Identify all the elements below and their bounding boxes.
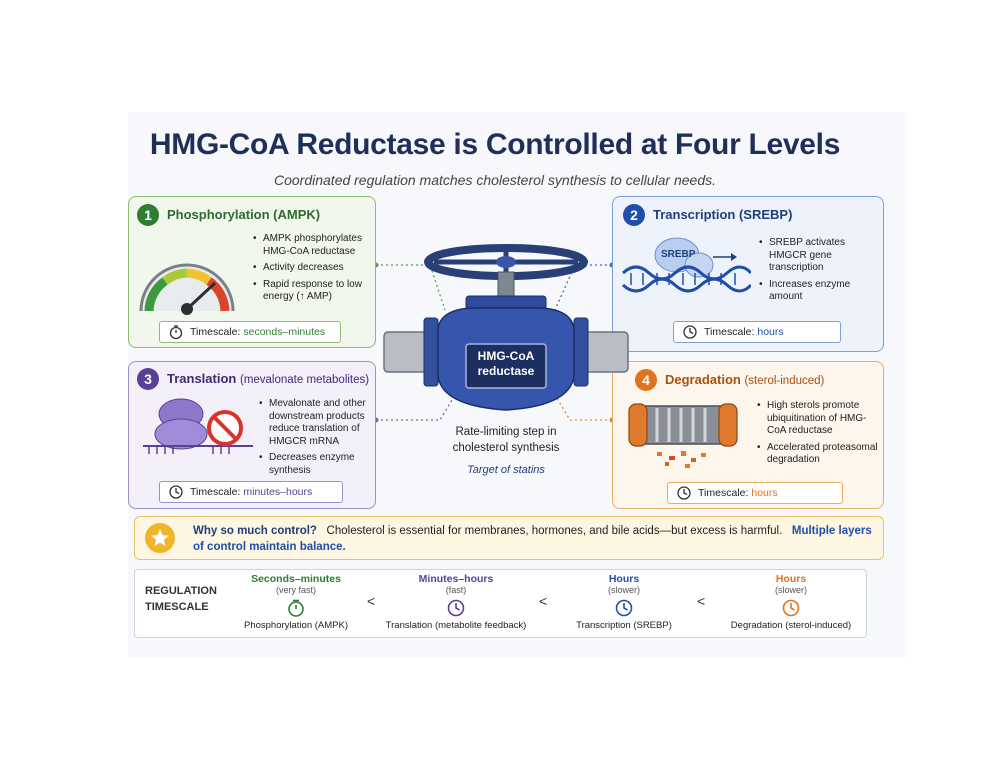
timescale-item-label: Hours: [608, 573, 640, 585]
bullets-phosphorylation: AMPK phosphorylates HMG-CoA reductase Ac…: [253, 233, 371, 308]
clock-icon: [615, 599, 633, 617]
star-icon: [151, 529, 169, 547]
connector-1: [376, 264, 446, 311]
why-lead: Why so much control?: [193, 525, 317, 537]
timescale-label: Timescale:: [190, 326, 241, 338]
why-body: Cholesterol is essential for membranes, …: [326, 525, 783, 537]
bullet-1: Mevalonate and other downstream products…: [259, 398, 373, 448]
timescale-item-translation: Minutes–hours (fast) Translation (metabo…: [381, 573, 531, 632]
bullet-2: Increases enzyme amount: [759, 279, 881, 304]
bullet-1: AMPK phosphorylates HMG-CoA reductase: [253, 233, 371, 258]
timescale-box-4: Timescale:hours: [667, 482, 843, 504]
why-so-much-control-callout: Why so much control? Cholesterol is esse…: [134, 516, 884, 560]
timescale-item-label: Seconds–minutes: [251, 573, 341, 585]
clock-icon: [782, 599, 800, 617]
srebp-label: SREBP: [661, 249, 696, 260]
bullets-degradation: High sterols promote ubiquitination of H…: [757, 400, 883, 471]
stopwatch-icon: [288, 599, 304, 617]
timescale-item-speed: (fast): [445, 585, 467, 595]
why-highlight: Multiple layers of control maintain bala…: [193, 525, 872, 553]
timescale-item-label: Hours: [775, 573, 807, 585]
timescale-item-process: Phosphorylation (AMPK): [243, 620, 349, 631]
timescale-item-degradation: Hours (slower) Degradation (sterol-induc…: [716, 573, 866, 632]
less-than-separator: <: [697, 593, 706, 609]
dna-icon: [621, 237, 751, 293]
proteasome-icon: [628, 403, 738, 468]
timescale-item-speed: (slower): [607, 585, 640, 595]
panel-title-degradation: Degradation (sterol-induced): [665, 372, 825, 387]
timescale-item-label: Minutes–hours: [418, 573, 494, 585]
timescale-label: Timescale:: [698, 487, 749, 499]
timescale-item-speed: (slower): [774, 585, 807, 595]
panel-phosphorylation: 1 Phosphorylation (AMPK) AMPK phosphoryl…: [128, 196, 376, 348]
timescale-value: minutes–hours: [243, 486, 313, 498]
timescale-item-process: Translation (metabolite feedback): [385, 620, 527, 631]
bullet-1: SREBP activates HMGCR gene transcription: [759, 237, 881, 275]
panel-title-transcription: Transcription (SREBP): [653, 207, 793, 222]
panel-title-phosphorylation: Phosphorylation (AMPK): [167, 207, 321, 222]
timescale-label: Timescale:: [190, 486, 241, 498]
star-badge: [145, 523, 175, 553]
timescale-box-3: Timescale:minutes–hours: [159, 481, 343, 503]
bullet-2: Accelerated proteasomal degradation: [757, 442, 883, 467]
valve-icon: [383, 244, 629, 411]
page-subtitle: Coordinated regulation matches cholester…: [273, 172, 717, 188]
ribosome-blocked-icon: [143, 398, 253, 454]
timescale-label: Timescale:: [704, 326, 755, 338]
timescale-box-2: Timescale:hours: [673, 321, 841, 343]
timescale-value: seconds–minutes: [243, 326, 326, 338]
bullets-translation: Mevalonate and other downstream products…: [259, 398, 373, 481]
bullet-2: Activity decreases: [253, 262, 371, 275]
timescale-box-1: Timescale:seconds–minutes: [159, 321, 341, 343]
timescale-value: hours: [751, 487, 778, 499]
valve-label: HMG-CoA reductase: [477, 349, 535, 378]
bullets-transcription: SREBP activates HMGCR gene transcription…: [759, 237, 881, 308]
panel-title-translation: Translation (mevalonate metabolites): [167, 371, 370, 386]
stopwatch-icon: [169, 325, 183, 340]
clock-icon: [169, 485, 183, 499]
clock-icon: [447, 599, 465, 617]
timescale-item-process: Transcription (SREBP): [576, 620, 672, 631]
timescale-heading: REGULATION TIMESCALE: [145, 585, 217, 613]
gauge-icon: [139, 263, 235, 315]
timescale-item-phosphorylation: Seconds–minutes (very fast) Phosphorylat…: [221, 573, 371, 632]
bullet-2: Decreases enzyme synthesis: [259, 452, 373, 477]
panel-number-1: 1: [137, 204, 159, 226]
less-than-separator: <: [539, 593, 548, 609]
clock-icon: [677, 486, 691, 500]
why-text: Why so much control? Cholesterol is esse…: [193, 523, 873, 555]
panel-number-2: 2: [623, 204, 645, 226]
bullet-3: Rapid response to low energy (↑ AMP): [253, 279, 371, 304]
less-than-separator: <: [367, 593, 376, 609]
statin-target-note: Target of statins: [467, 464, 545, 476]
panel-number-3: 3: [137, 368, 159, 390]
connector-4: [554, 394, 612, 421]
timescale-item-transcription: Hours (slower) Transcription (SREBP): [549, 573, 699, 632]
rate-limiting-caption: Rate-limiting step in cholesterol synthe…: [452, 426, 560, 454]
connector-3: [376, 394, 456, 421]
timescale-item-speed: (very fast): [275, 585, 316, 595]
panel-translation: 3 Translation (mevalonate metabolites) M…: [128, 361, 376, 509]
clock-icon: [683, 325, 697, 339]
timescale-value: hours: [757, 326, 784, 338]
page-title: HMG-CoA Reductase is Controlled at Four …: [149, 128, 841, 161]
bullet-1: High sterols promote ubiquitination of H…: [757, 400, 883, 438]
timescale-item-process: Degradation (sterol-induced): [730, 620, 852, 631]
panel-transcription: 2 Transcription (SREBP) SREBP SREBP acti…: [612, 196, 884, 352]
regulation-timescale-bar: REGULATION TIMESCALE Seconds–minutes (ve…: [134, 569, 867, 638]
panel-number-4: 4: [635, 369, 657, 391]
panel-degradation: 4 Degradation (sterol-induced) High ster…: [612, 361, 884, 509]
